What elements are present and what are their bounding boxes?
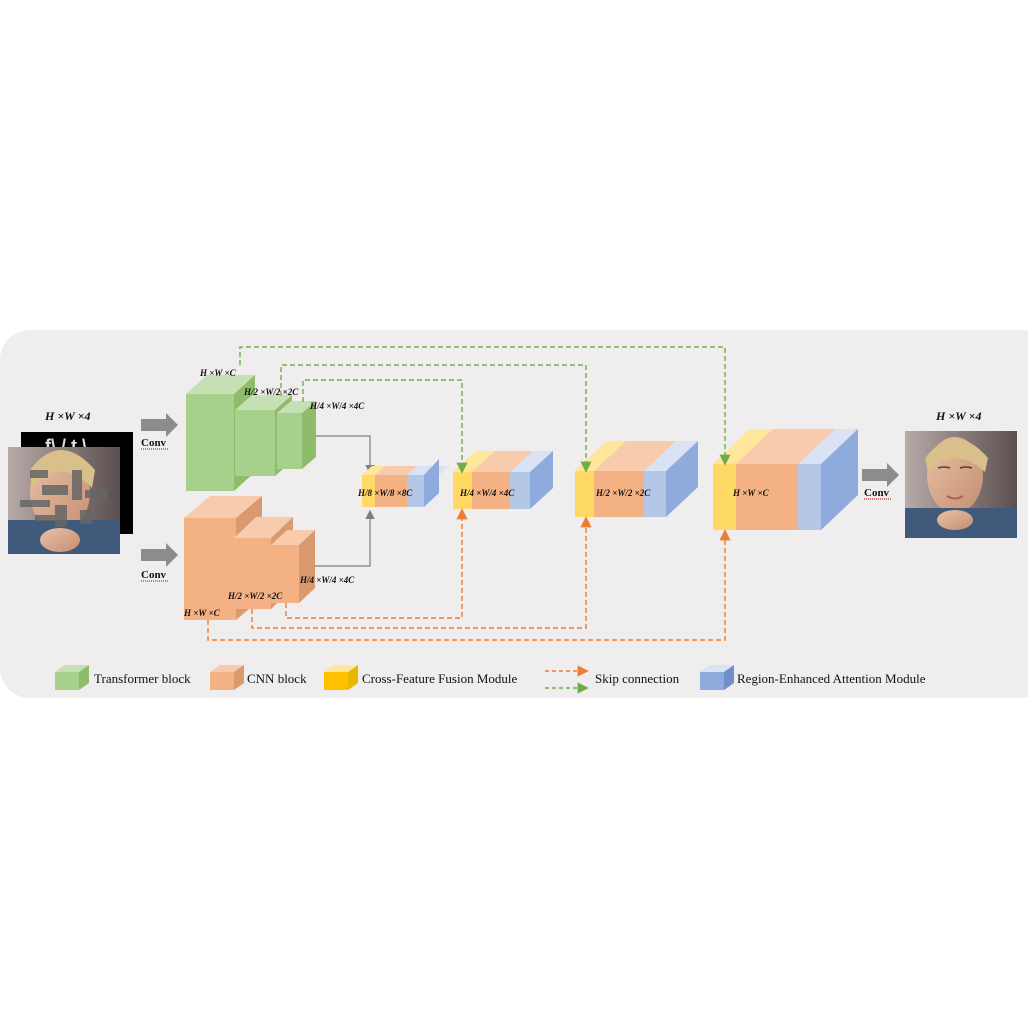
output-image xyxy=(905,431,1017,538)
orange-skip-connection-3 xyxy=(285,508,468,619)
conv-arrow-top xyxy=(141,413,178,437)
orange-skip-connection-1 xyxy=(207,529,731,641)
decoder-dims-2: H/4 ×W/4 ×4C xyxy=(459,488,515,498)
decoder-stage-1 xyxy=(362,459,449,507)
cnn-dims-3: H/4 ×W/4 ×4C xyxy=(299,575,355,585)
legend-attention-label: Region-Enhanced Attention Module xyxy=(737,671,926,686)
decoder-stage-4 xyxy=(713,429,858,530)
legend-fusion-label: Cross-Feature Fusion Module xyxy=(362,671,518,686)
transformer-to-bottleneck-arrow xyxy=(316,435,375,475)
input-image: f\./ t \ xyxy=(8,432,133,554)
decoder-stage-2 xyxy=(453,451,553,509)
transformer-dims-1: H ×W ×C xyxy=(199,368,237,378)
green-skip-connection-3 xyxy=(302,379,468,474)
conv-arrow-output xyxy=(862,463,899,487)
conv-label-top: Conv xyxy=(141,437,167,449)
decoder-stage-3 xyxy=(575,441,698,517)
decoder-dims-1: H/8 ×W/8 ×8C xyxy=(357,488,413,498)
orange-skip-connection-2 xyxy=(251,516,592,629)
legend-cnn-label: CNN block xyxy=(247,671,307,686)
green-skip-connection-2 xyxy=(280,364,592,473)
transformer-dims-2: H/2 ×W/2 ×2C xyxy=(243,387,299,397)
cnn-to-bottleneck-arrow xyxy=(315,509,375,567)
diagram-panel xyxy=(0,330,1028,698)
transformer-block-3 xyxy=(277,401,316,469)
output-dims-label: H ×W ×4 xyxy=(935,409,981,423)
conv-label-output: Conv xyxy=(864,487,890,499)
cnn-dims-2: H/2 ×W/2 ×2C xyxy=(227,591,283,601)
legend-transformer-swatch xyxy=(55,665,89,690)
cnn-dims-1: H ×W ×C xyxy=(183,608,221,618)
decoder-dims-4: H ×W ×C xyxy=(732,488,770,498)
legend-cnn-swatch xyxy=(210,665,244,690)
green-skip-connection-1 xyxy=(239,346,731,466)
cnn-block-3 xyxy=(271,530,315,603)
transformer-dims-3: H/4 ×W/4 ×4C xyxy=(309,401,365,411)
legend-transformer-label: Transformer block xyxy=(94,671,191,686)
input-dims-label: H ×W ×4 xyxy=(44,409,90,423)
conv-label-bottom: Conv xyxy=(141,569,167,581)
legend-fusion-swatch xyxy=(324,665,358,690)
legend-attention-swatch xyxy=(700,665,734,690)
legend-skip-label: Skip connection xyxy=(595,671,680,686)
conv-arrow-bottom xyxy=(141,543,178,567)
decoder-dims-3: H/2 ×W/2 ×2C xyxy=(595,488,651,498)
